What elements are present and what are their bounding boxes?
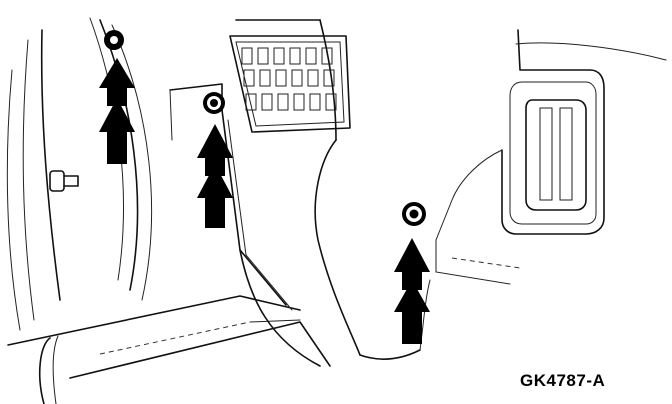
sill-panel — [7, 295, 331, 404]
up-arrow-icon — [394, 238, 430, 344]
left-panel-outline — [6, 17, 152, 331]
up-arrow-icon — [99, 58, 135, 164]
up-arrow-icon — [197, 124, 233, 228]
fuse-panel — [229, 35, 351, 133]
figure-code-label: GK4787-A — [520, 371, 606, 390]
pedal — [419, 29, 667, 351]
grommet-icon — [104, 30, 124, 50]
grommet-icon — [203, 92, 225, 114]
grommet-icon — [402, 202, 426, 226]
